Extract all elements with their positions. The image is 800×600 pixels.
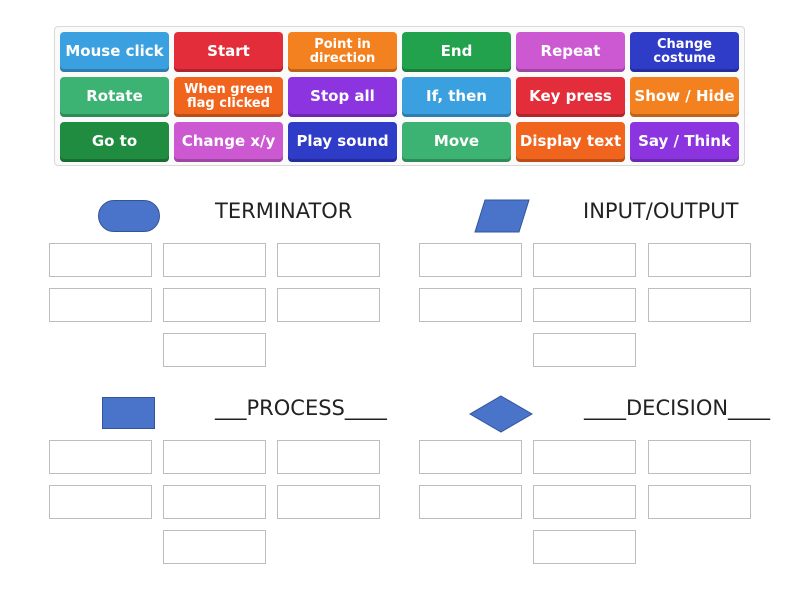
drop-slot[interactable] [533, 440, 636, 474]
tile-display-text[interactable]: Display text [516, 122, 625, 162]
drop-slot[interactable] [277, 485, 380, 519]
group-title-input-output: INPUT/OUTPUT [583, 199, 739, 223]
tile-play-sound[interactable]: Play sound [288, 122, 397, 162]
drop-slot[interactable] [648, 440, 751, 474]
drop-slot[interactable] [49, 485, 152, 519]
parallelogram-icon [474, 199, 530, 233]
tile-rotate[interactable]: Rotate [60, 77, 169, 117]
drop-slot[interactable] [277, 288, 380, 322]
drop-slot[interactable] [163, 243, 266, 277]
drop-slot[interactable] [277, 440, 380, 474]
drop-slot[interactable] [163, 333, 266, 367]
group-title-process: ___PROCESS____ [215, 396, 387, 420]
tile-say-think[interactable]: Say / Think [630, 122, 739, 162]
group-title-terminator: TERMINATOR [215, 199, 353, 223]
drop-slot[interactable] [533, 243, 636, 277]
rounded-rectangle-icon [98, 200, 160, 232]
tile-start[interactable]: Start [174, 32, 283, 72]
drop-slot[interactable] [533, 485, 636, 519]
tile-if-then[interactable]: If, then [402, 77, 511, 117]
drop-slot[interactable] [533, 288, 636, 322]
tile-mouse-click[interactable]: Mouse click [60, 32, 169, 72]
tile-change-costume[interactable]: Change costume [630, 32, 739, 72]
rectangle-icon [102, 397, 155, 429]
tile-show-hide[interactable]: Show / Hide [630, 77, 739, 117]
drop-slot[interactable] [648, 243, 751, 277]
group-title-decision: ____DECISION____ [584, 396, 771, 420]
drop-slot[interactable] [533, 530, 636, 564]
tile-change-x-y[interactable]: Change x/y [174, 122, 283, 162]
tile-end[interactable]: End [402, 32, 511, 72]
tile-go-to[interactable]: Go to [60, 122, 169, 162]
drop-slot[interactable] [419, 440, 522, 474]
diamond-icon [469, 395, 533, 433]
tile-bank: Mouse click Start Point in direction End… [54, 26, 745, 166]
drop-slot[interactable] [163, 485, 266, 519]
drop-slot[interactable] [49, 243, 152, 277]
drop-slot[interactable] [648, 485, 751, 519]
drop-slot[interactable] [419, 288, 522, 322]
drop-slot[interactable] [277, 243, 380, 277]
tile-key-press[interactable]: Key press [516, 77, 625, 117]
drop-slot[interactable] [419, 243, 522, 277]
drop-slot[interactable] [163, 530, 266, 564]
drop-slot[interactable] [49, 288, 152, 322]
drop-slot[interactable] [648, 288, 751, 322]
drop-slot[interactable] [49, 440, 152, 474]
tile-repeat[interactable]: Repeat [516, 32, 625, 72]
tile-stop-all[interactable]: Stop all [288, 77, 397, 117]
drop-slot[interactable] [419, 485, 522, 519]
tile-when-green-flag-clicked[interactable]: When green flag clicked [174, 77, 283, 117]
tile-move[interactable]: Move [402, 122, 511, 162]
drop-slot[interactable] [163, 288, 266, 322]
drop-slot[interactable] [533, 333, 636, 367]
tile-point-in-direction[interactable]: Point in direction [288, 32, 397, 72]
drop-slot[interactable] [163, 440, 266, 474]
